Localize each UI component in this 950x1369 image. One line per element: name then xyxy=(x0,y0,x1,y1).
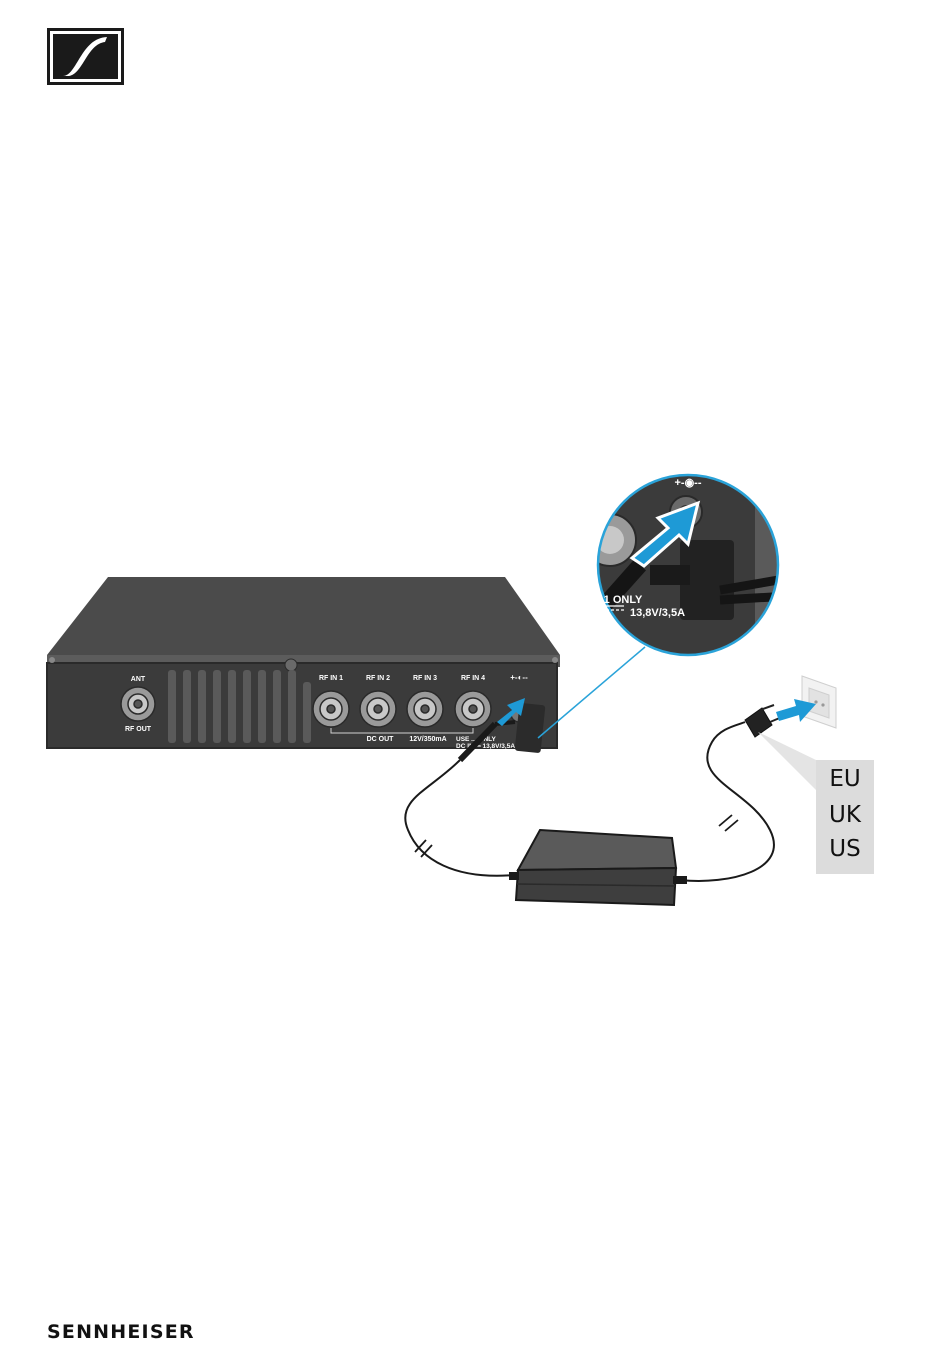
wall-plug xyxy=(745,705,782,737)
dc-in-rating-label: DC IN ⎓ 13,8V/3,5A xyxy=(456,743,515,750)
region-uk: UK xyxy=(816,802,874,828)
power-adapter xyxy=(509,830,687,905)
dc-out-rating-label: 12V/350mA xyxy=(409,736,446,743)
zoom-inset: +-◉-- -1 ONLY 13,8V/3,5A xyxy=(584,470,790,660)
rf-in-4-label: RF IN 4 xyxy=(461,675,485,682)
rf-in-2-label: RF IN 2 xyxy=(366,675,390,682)
brand-wordmark: SENNHEISER xyxy=(47,1321,195,1343)
inset-rating-label: 13,8V/3,5A xyxy=(630,607,685,619)
receiver-device: ANT RF OUT RF IN 1 RF IN 2 RF IN 3 RF IN… xyxy=(47,577,560,750)
rf-in-3-label: RF IN 3 xyxy=(413,675,437,682)
region-us: US xyxy=(816,836,874,862)
inset-polarity-label: +-◉-- xyxy=(674,477,701,489)
rf-in-1-label: RF IN 1 xyxy=(319,675,343,682)
inset-only-label: -1 ONLY xyxy=(600,594,643,606)
rf-out-label: RF OUT xyxy=(125,726,152,733)
region-eu: EU xyxy=(816,766,874,792)
plug-region-box: EU UK US xyxy=(816,760,874,874)
dc-out-label: DC OUT xyxy=(367,736,395,743)
power-polarity-label: +-◐-- xyxy=(510,673,528,682)
ant-label: ANT xyxy=(131,676,146,683)
region-callout-wedge xyxy=(758,732,816,790)
